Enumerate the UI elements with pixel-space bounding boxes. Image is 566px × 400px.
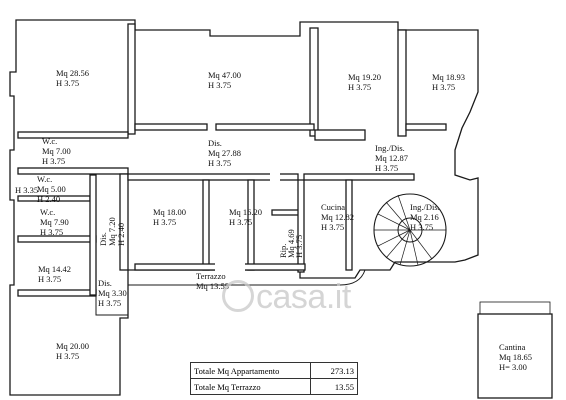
wall-segment bbox=[397, 29, 407, 137]
wall-segment bbox=[215, 123, 315, 131]
totals-label: Totale Mq Terrazzo bbox=[190, 378, 311, 395]
wall-segment bbox=[309, 27, 319, 137]
wall-segment bbox=[134, 123, 208, 131]
wall-segment bbox=[127, 23, 136, 135]
totals-label: Totale Mq Appartamento bbox=[190, 362, 311, 379]
cantina-top bbox=[479, 301, 551, 315]
table-row: Totale Mq Appartamento 273.13 bbox=[190, 362, 358, 379]
casa-it-watermark: casa.it bbox=[222, 278, 351, 317]
totals-value: 13.55 bbox=[310, 378, 358, 395]
wall-segment bbox=[119, 173, 129, 271]
wall-segment bbox=[17, 131, 129, 139]
door-gap bbox=[270, 172, 280, 182]
vertical-label-h375: H 3.75 bbox=[294, 234, 304, 258]
wall-segment bbox=[17, 167, 129, 175]
wall-segment bbox=[17, 289, 97, 297]
wall-segment bbox=[297, 179, 305, 273]
door-gap bbox=[215, 262, 245, 272]
vertical-label-h240: H 2.40 bbox=[116, 222, 126, 246]
outer-wall bbox=[9, 19, 479, 396]
wall-segment bbox=[303, 173, 415, 181]
wall-segment bbox=[202, 179, 210, 271]
wall-segment bbox=[127, 173, 299, 181]
terrace-outline bbox=[95, 269, 366, 316]
wall-segment bbox=[405, 123, 447, 131]
wall-segment bbox=[345, 179, 353, 271]
wall-segment bbox=[314, 129, 366, 141]
cantina-walls bbox=[477, 313, 553, 399]
casa-logo-icon bbox=[222, 280, 254, 313]
totals-table: Totale Mq Appartamento 273.13 Totale Mq … bbox=[190, 362, 358, 395]
spiral-staircase bbox=[373, 193, 447, 267]
wall-segment bbox=[89, 174, 97, 296]
side-label-h335: H 3.35 bbox=[15, 185, 39, 195]
table-row: Totale Mq Terrazzo 13.55 bbox=[190, 378, 358, 395]
totals-value: 273.13 bbox=[310, 362, 358, 379]
